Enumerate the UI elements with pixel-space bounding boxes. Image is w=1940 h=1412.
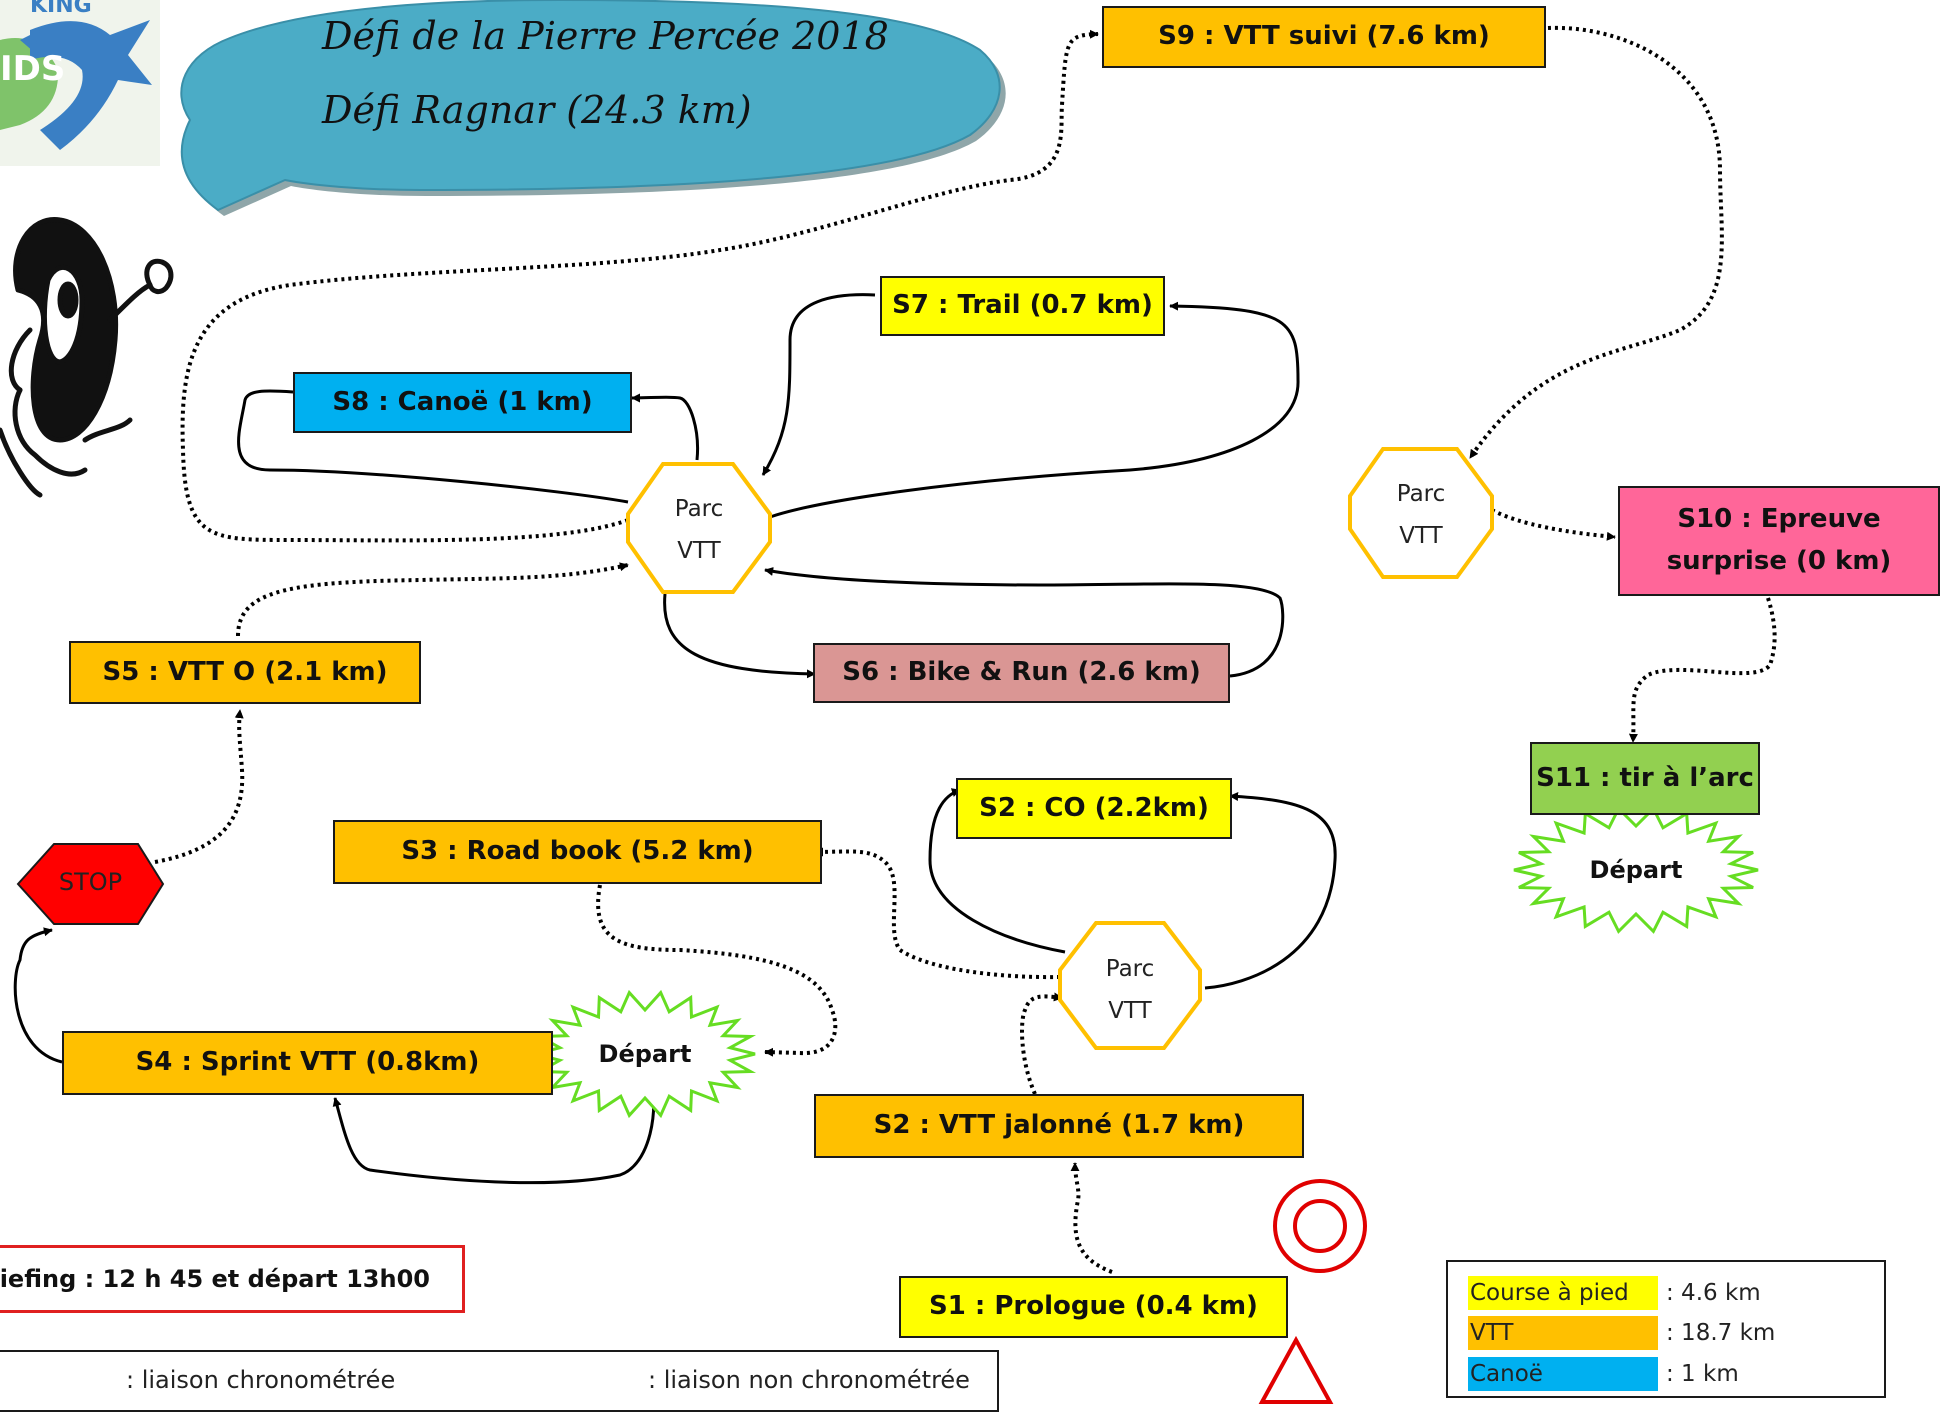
link-depart-s4 [332, 1071, 656, 1185]
logo: KING IDS [0, 0, 160, 166]
triangle-icon [1258, 1335, 1334, 1404]
stage-s1-prologue: S1 : Prologue (0.4 km) [899, 1276, 1288, 1338]
stage-s2-co: S2 : CO (2.2km) [956, 778, 1232, 839]
depart-label: Départ [1589, 856, 1683, 884]
link-s2co-parc [1204, 791, 1337, 990]
link-parc-s7 [769, 301, 1300, 519]
link-parc-s3 [814, 847, 1061, 980]
briefing-box: Briefing : 12 h 45 et départ 13h00 [0, 1245, 465, 1313]
parc-vtt-label: Parc VTT [628, 488, 770, 572]
key-timed-label: : liaison chronométrée [126, 1366, 396, 1394]
untimed-links [154, 25, 1777, 1274]
link-s2-parc [1020, 992, 1063, 1095]
stage-s5-vtt-o: S5 : VTT O (2.1 km) [69, 641, 421, 704]
link-stop-s5 [154, 709, 245, 864]
stop-label: STOP [58, 868, 123, 896]
legend-value: : 4.6 km [1666, 1280, 1761, 1306]
stage-s7-trail: S7 : Trail (0.7 km) [880, 276, 1165, 336]
link-s4-stop [13, 927, 63, 1064]
link-s1-s2 [1070, 1162, 1113, 1274]
stage-s10-epreuve-surprise: S10 : Epreuve surprise (0 km) [1618, 486, 1940, 596]
depart-label: Départ [598, 1040, 692, 1068]
stage-s2-vtt-jalonne: S2 : VTT jalonné (1.7 km) [814, 1094, 1304, 1158]
title-line-2: Défi Ragnar (24.3 km) [322, 88, 752, 132]
link-parc-s8 [631, 393, 700, 461]
parc-vtt-octagon [1348, 447, 1494, 579]
stage-s6-bike-run: S6 : Bike & Run (2.6 km) [813, 643, 1230, 703]
parc-label-line2: VTT [677, 538, 721, 564]
legend-swatch: VTT [1468, 1316, 1658, 1350]
link-s6-parc [764, 567, 1285, 678]
parc-label-line2: VTT [1399, 523, 1443, 549]
link-parc-s2co [928, 788, 1066, 954]
key-untimed-label: : liaison non chronométrée [648, 1366, 970, 1394]
parc-label-line1: Parc [1105, 956, 1155, 982]
parc-label-line2: VTT [1108, 998, 1152, 1024]
parc-vtt-octagon [1058, 921, 1202, 1050]
timed-links [13, 293, 1337, 1185]
link-s10-s11 [1628, 597, 1777, 743]
link-s9-parc [1468, 25, 1724, 460]
parc-label-line1: Parc [1396, 481, 1446, 507]
legend-value: : 18.7 km [1666, 1320, 1776, 1346]
svg-text:IDS: IDS [0, 49, 65, 89]
parc-vtt-octagon [626, 462, 772, 594]
link-s5-parc [236, 562, 629, 637]
parc-label-line1: Parc [674, 496, 724, 522]
stage-s9-vtt-suivi: S9 : VTT suivi (7.6 km) [1102, 6, 1546, 68]
target-icon [1273, 1179, 1367, 1273]
depart-burst [1513, 806, 1759, 934]
stage-s11-tir-arc: S11 : tir à l’arc [1530, 742, 1760, 815]
title-line-1: Défi de la Pierre Percée 2018 [322, 14, 889, 58]
stage-s3-road-book: S3 : Road book (5.2 km) [333, 820, 822, 884]
link-s3-depart [596, 884, 838, 1057]
parc-vtt-label: Parc VTT [1060, 948, 1200, 1032]
distance-legend: Course à pied : 4.6 km VTT : 18.7 km Can… [1446, 1260, 1886, 1398]
link-key-box [0, 1350, 999, 1412]
stop-sign [16, 843, 165, 925]
title-bubble [180, 0, 1006, 216]
link-s7-parc [761, 293, 876, 476]
link-parc-s6 [663, 593, 816, 679]
logo-text: KING [30, 0, 92, 18]
legend-swatch: Course à pied [1468, 1276, 1658, 1310]
stage-s4-sprint-vtt: S4 : Sprint VTT (0.8km) [62, 1031, 553, 1095]
stage-s8-canoe: S8 : Canoë (1 km) [293, 372, 632, 433]
legend-value: : 1 km [1666, 1361, 1739, 1387]
parc-vtt-label: Parc VTT [1350, 473, 1492, 557]
legend-swatch: Canoë [1468, 1357, 1658, 1391]
runner-cartoon-icon [0, 217, 174, 498]
link-parc-s10 [1491, 508, 1616, 541]
link-s8-parc [237, 389, 629, 504]
